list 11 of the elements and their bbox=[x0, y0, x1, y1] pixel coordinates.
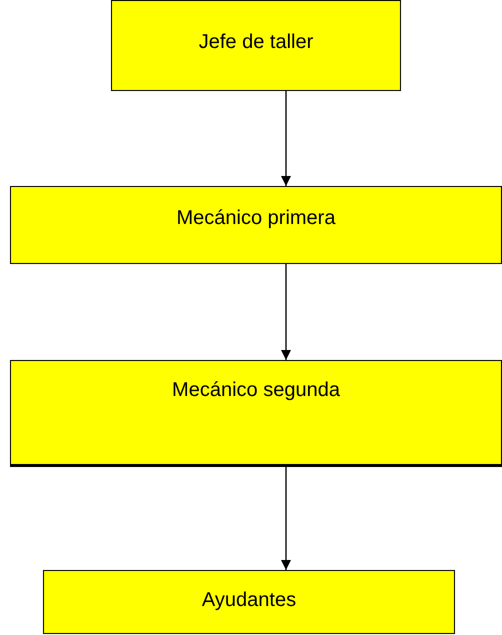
arrow bbox=[281, 264, 291, 360]
arrow bbox=[281, 91, 291, 186]
role-label: Ayudantes bbox=[200, 589, 298, 612]
role-label: Jefe de taller bbox=[198, 31, 314, 54]
role-box bbox=[111, 0, 401, 91]
role-label: Mecánico primera bbox=[176, 207, 336, 230]
role-box bbox=[10, 360, 502, 465]
role-label: Mecánico segunda bbox=[171, 379, 341, 402]
arrow bbox=[281, 465, 291, 570]
role-box bbox=[43, 570, 455, 634]
role-box bbox=[10, 186, 502, 264]
